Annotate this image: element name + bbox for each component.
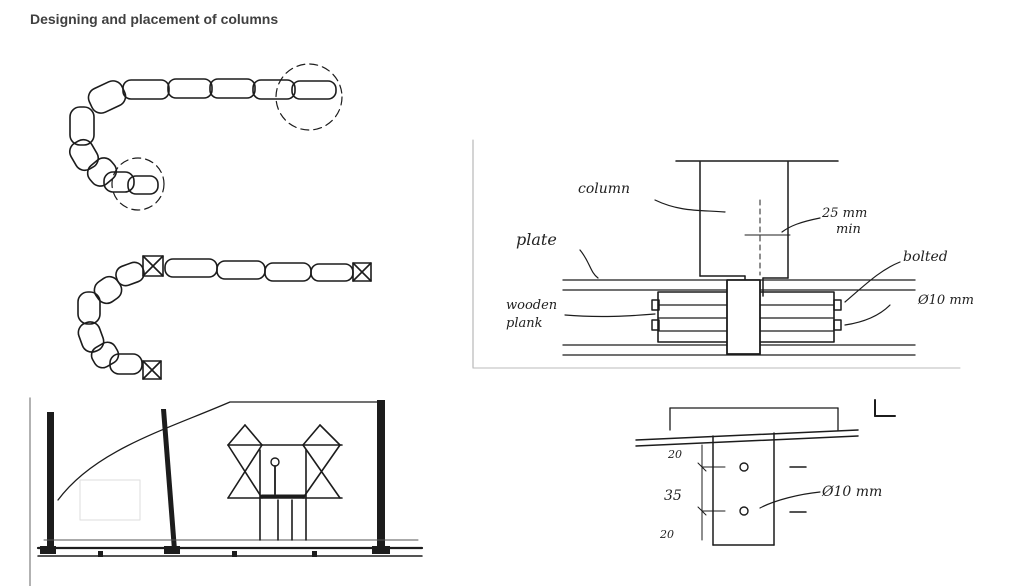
elevation-sketch [29,397,424,586]
column-plate-section [472,139,961,369]
curved-wall-plan [68,63,343,211]
column-label: column [578,181,630,197]
bolt-dia-2-label: Ø10 mm [821,484,882,500]
bolted-label: bolted [903,249,948,265]
wall-plan-with-columns [77,255,372,380]
plate-label: plate [516,230,557,249]
dim-bottom-label: 20 [659,528,674,541]
dim-mid-label: 35 [664,488,682,504]
plank-label: plank [506,316,543,331]
gap-label: 25 mm [821,206,867,221]
bolt-spacing-detail [635,399,896,546]
page-title: Designing and placement of columns [30,11,279,27]
wooden-label: wooden [506,298,557,313]
dim-top-label: 20 [667,448,682,461]
gap-min-label: min [836,222,861,237]
bolt-dia-label: Ø10 mm [917,293,974,308]
